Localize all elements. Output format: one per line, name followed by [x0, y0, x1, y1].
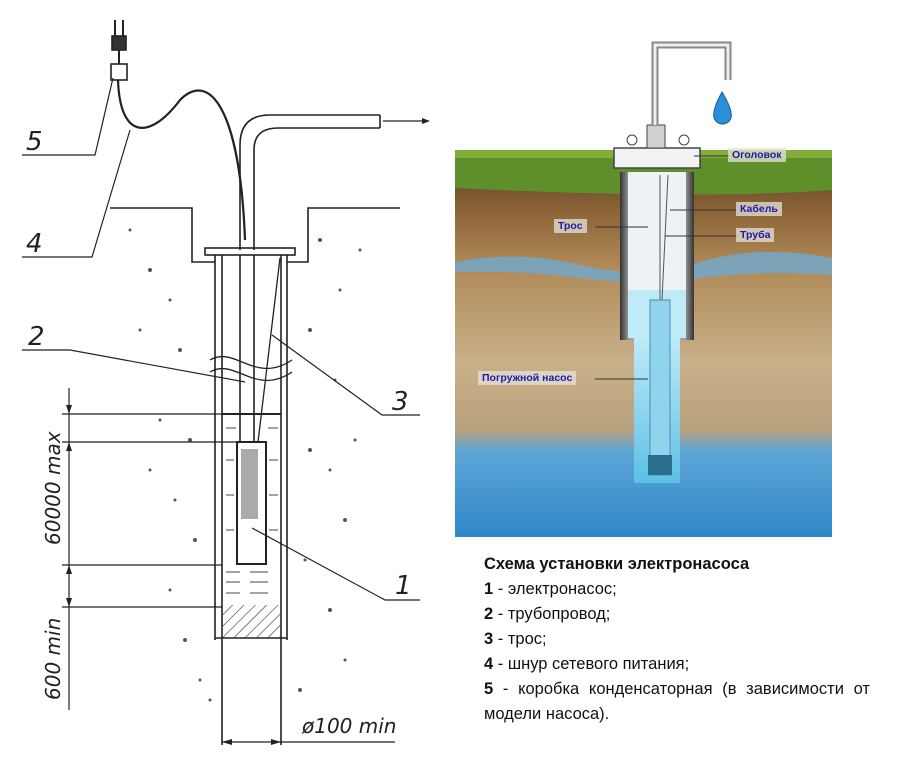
label-pipe: Труба	[736, 228, 775, 242]
dimension-diameter: ø100 min	[301, 714, 396, 738]
legend-item: 4 - шнур сетевого питания;	[484, 655, 690, 673]
legend-item: 1 - электронасос;	[484, 580, 617, 598]
capacitor-box	[110, 63, 128, 81]
label-rope: Трос	[554, 219, 587, 233]
legend-caption: Схема установки электронасоса 1 - электр…	[484, 552, 870, 727]
submersible-pump	[649, 299, 671, 476]
callout-2: 2	[28, 322, 45, 352]
dimension-bottom-min: 600 min	[41, 618, 65, 700]
callout-3: 3	[392, 387, 409, 417]
drawing-labels: 5 4 2 3 1 60000 max 600 min ø100 min	[26, 127, 412, 738]
groundwater-line	[455, 251, 832, 282]
label-head: Оголовок	[728, 148, 786, 162]
legend-item: 5 - коробка конденсаторная (в зависимост…	[484, 680, 870, 723]
ground-line-left	[110, 207, 215, 263]
plug-icon	[111, 20, 127, 64]
callout-4: 4	[26, 229, 43, 259]
label-pump: Погружной насос	[478, 371, 577, 385]
well-illustration	[455, 41, 832, 537]
gravel-bottom	[222, 605, 281, 638]
power-cord	[116, 79, 247, 241]
technical-drawing	[22, 20, 430, 745]
callout-5: 5	[26, 127, 43, 157]
caption-title: Схема установки электронасоса	[484, 555, 750, 573]
well-cap	[204, 247, 296, 256]
legend-item: 3 - трос;	[484, 630, 547, 648]
callout-1: 1	[395, 571, 412, 601]
label-cable: Кабель	[736, 202, 782, 216]
discharge-pipe	[239, 114, 380, 250]
well-head	[613, 147, 701, 169]
water-drop-icon	[713, 91, 732, 125]
legend-item: 2 - трубопровод;	[484, 605, 611, 623]
pipe-break	[209, 355, 293, 370]
ground-line-right	[287, 207, 400, 263]
dimension-depth-max: 60000 max	[41, 431, 65, 545]
